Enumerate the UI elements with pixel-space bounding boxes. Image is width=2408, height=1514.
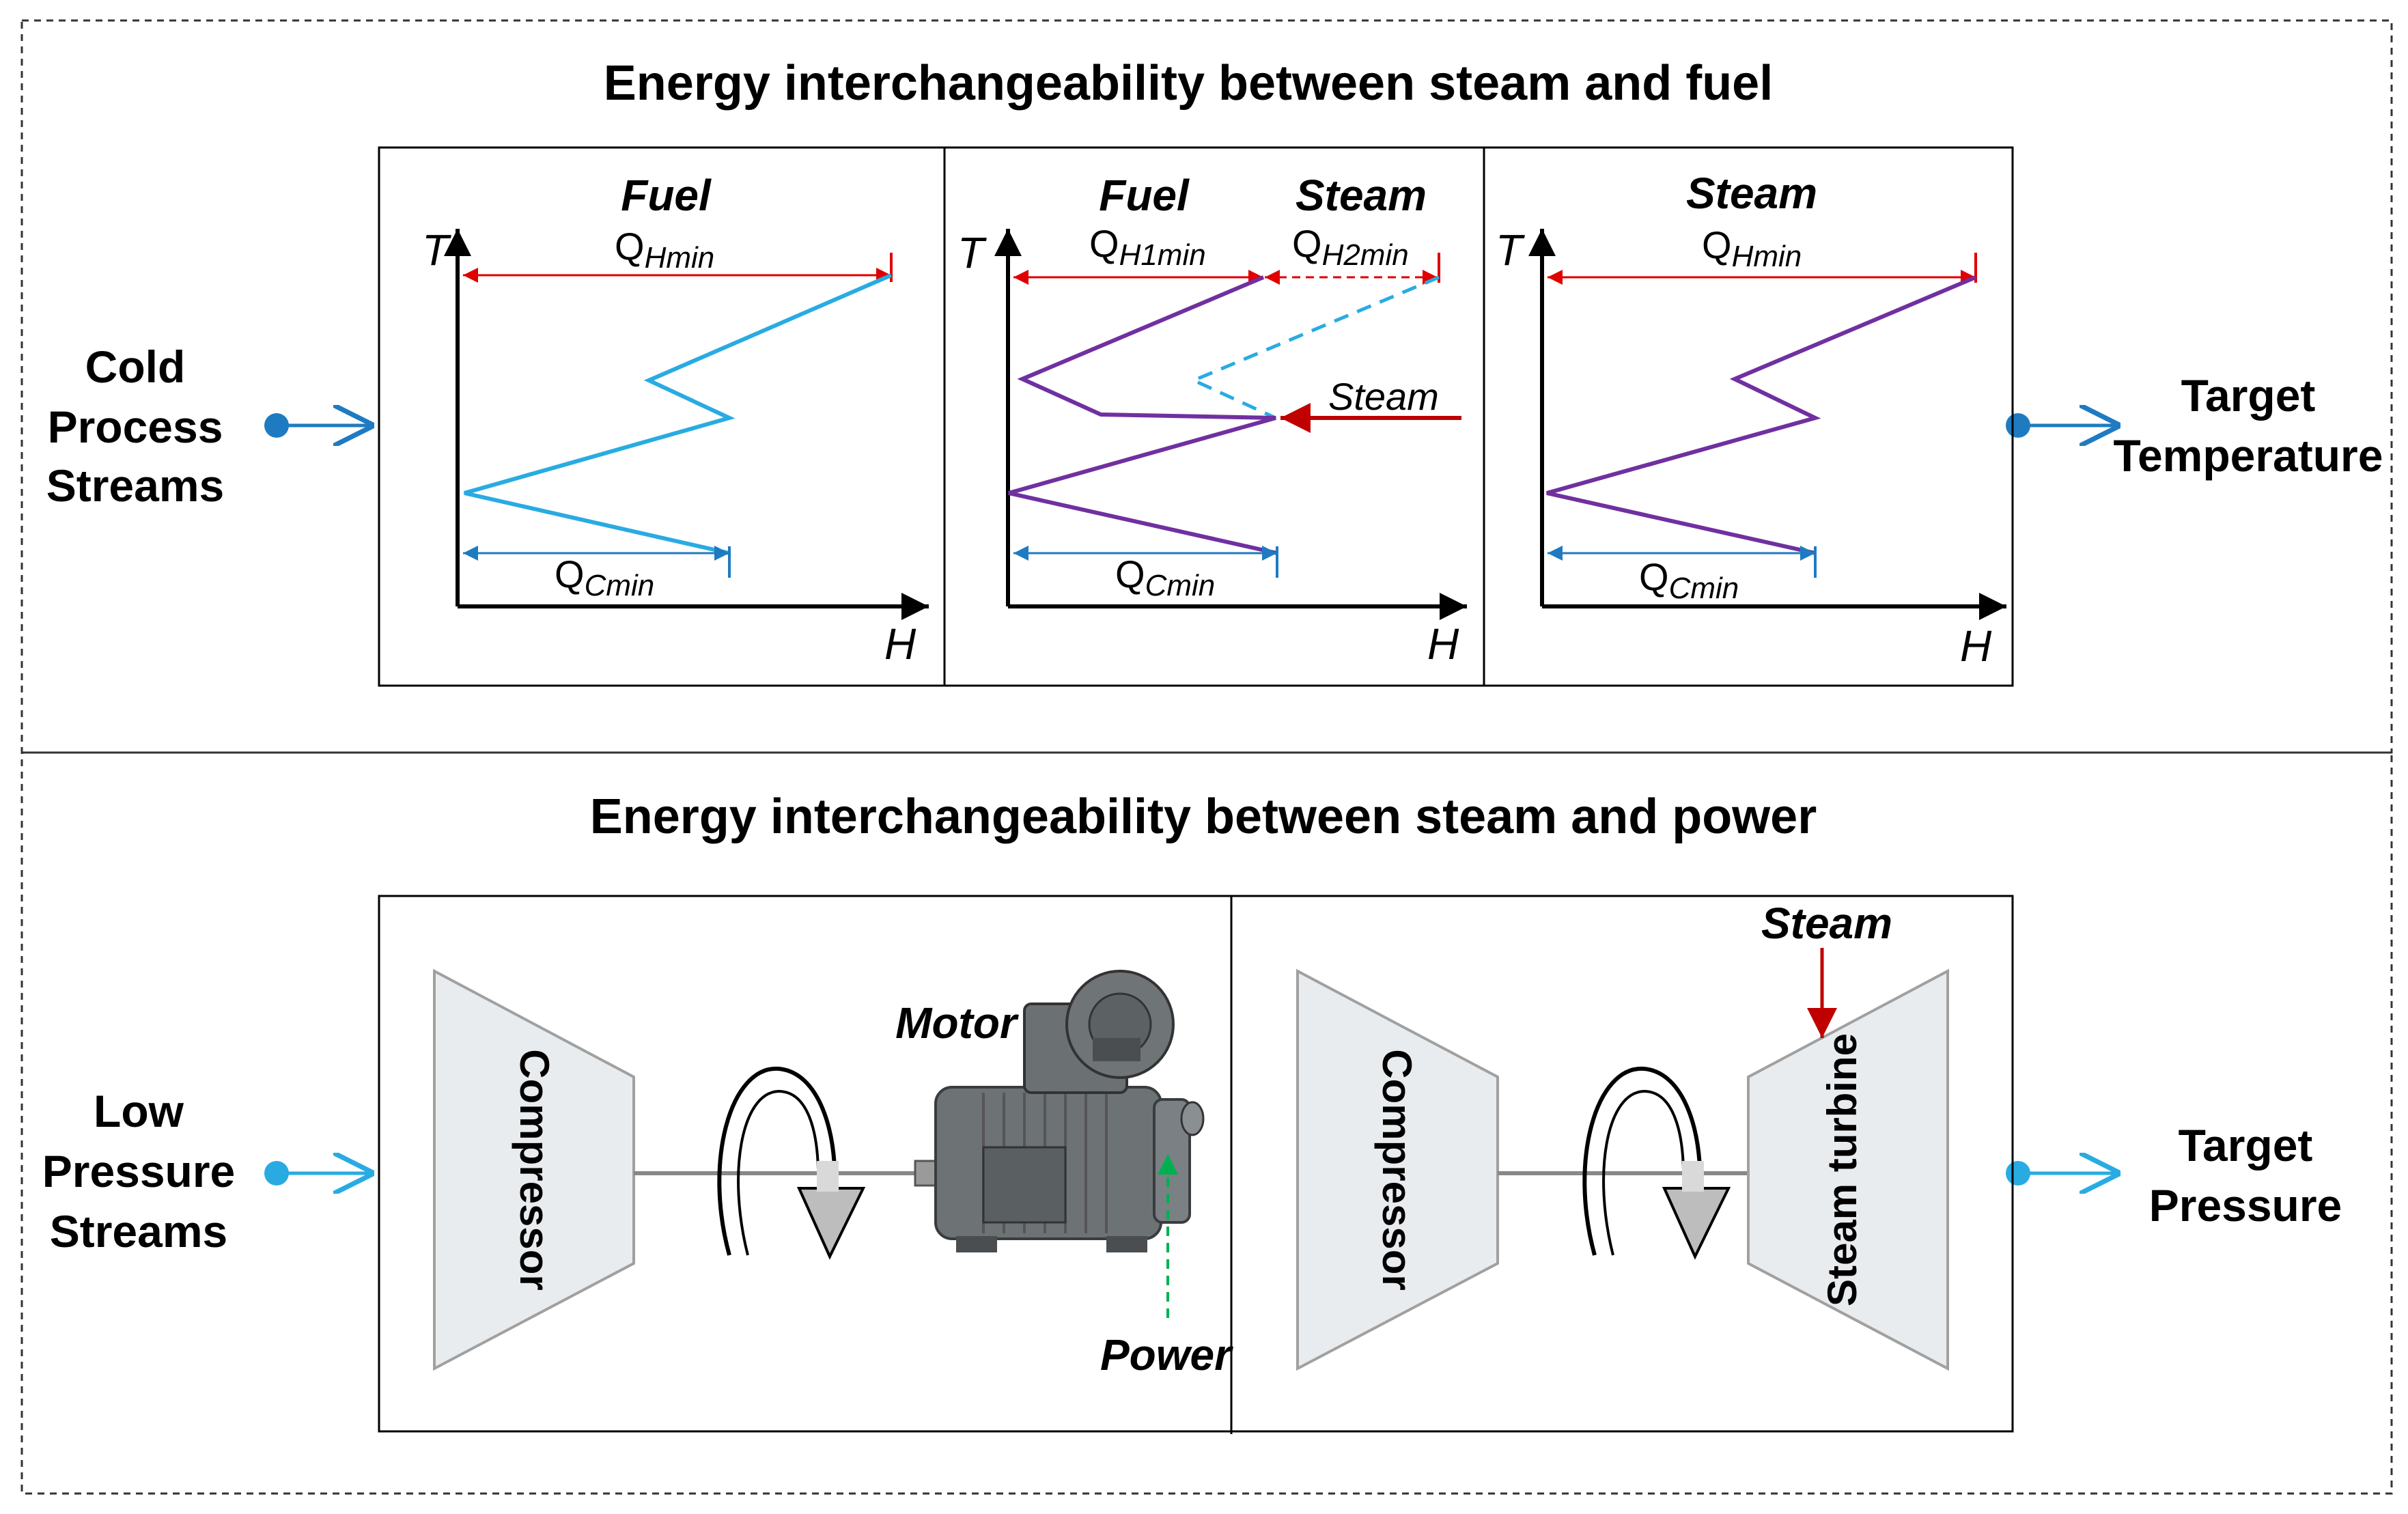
compressor-motor-panel: Compressor <box>433 968 1233 1379</box>
axis-T-3: T <box>1496 225 1525 275</box>
panel3-composite-curve <box>1546 275 1977 555</box>
tH-panel-steam: T H Steam QHmin QCmin <box>1496 169 2006 671</box>
axis-H-1: H <box>884 619 916 669</box>
compressor-label-1: Compressor <box>512 1049 557 1290</box>
svg-text:Cold: Cold <box>85 341 186 392</box>
panel3-heading: Steam <box>1686 169 1817 218</box>
target-pressure-label: Target Pressure <box>2149 1120 2342 1231</box>
top-title: Energy interchangeability between steam … <box>604 56 1773 111</box>
panel2-steam-input-label: Steam <box>1328 375 1439 418</box>
low-pressure-streams-label: Low Pressure Streams <box>42 1086 236 1257</box>
panel3-qhmin: QHmin <box>1702 223 1802 273</box>
svg-text:Temperature: Temperature <box>2114 430 2383 481</box>
tH-panel-fuel: T H Fuel QHmin QCmin <box>422 171 929 669</box>
panel3-qcmin: QCmin <box>1639 555 1739 605</box>
motor-label: Motor <box>895 998 1019 1048</box>
panel2-qh1min: QH1min <box>1089 222 1206 272</box>
panel1-qhmin: QHmin <box>615 225 714 275</box>
cold-process-streams-label: Cold Process Streams <box>46 341 225 511</box>
svg-text:Pressure: Pressure <box>2149 1180 2342 1231</box>
compressor-shape-2 <box>1296 968 1499 1371</box>
svg-text:Streams: Streams <box>46 460 225 511</box>
panel2-qcmin: QCmin <box>1115 552 1215 602</box>
svg-text:Process: Process <box>48 402 223 452</box>
outflow-arrow-bottom <box>2006 1161 2120 1186</box>
panel2-composite-curve <box>1008 275 1278 555</box>
svg-text:Target: Target <box>2181 370 2316 421</box>
rotation-arrow-2-icon <box>1582 1066 1731 1260</box>
axis-T-1: T <box>422 225 451 275</box>
compressor-shape-1 <box>433 968 635 1371</box>
panel1-stream-curve <box>464 273 893 555</box>
svg-text:Pressure: Pressure <box>42 1146 236 1196</box>
top-panels-frame <box>378 146 2014 687</box>
panel2-heading-steam: Steam <box>1296 171 1427 220</box>
tH-panel-fuel-steam: T H Fuel Steam QH1min QH2min Steam QCmin <box>957 171 1467 669</box>
panel2-heading-fuel: Fuel <box>1099 171 1190 220</box>
top-section-frame <box>20 19 2393 754</box>
panel1-heading: Fuel <box>621 171 712 220</box>
panel2-qh2min: QH2min <box>1292 222 1409 272</box>
axis-H-2: H <box>1427 619 1459 669</box>
rotation-arrow-1-icon <box>717 1066 866 1260</box>
power-label: Power <box>1100 1330 1233 1379</box>
svg-text:Streams: Streams <box>50 1206 228 1257</box>
inflow-arrow-bottom <box>264 1161 374 1186</box>
compressor-turbine-panel: Compressor Steam turbine Steam <box>1296 899 1949 1371</box>
svg-text:Low: Low <box>94 1086 184 1136</box>
steam-turbine-shape <box>1747 968 1949 1371</box>
axis-T-2: T <box>957 228 987 277</box>
steam-turbine-label: Steam turbine <box>1819 1033 1865 1306</box>
bottom-title: Energy interchangeability between steam … <box>590 789 1817 844</box>
svg-text:Target: Target <box>2179 1120 2313 1170</box>
steam-input-label: Steam <box>1761 899 1892 948</box>
compressor-label-2: Compressor <box>1374 1049 1420 1290</box>
panel2-steam-curve <box>1189 275 1440 420</box>
bottom-section-frame <box>20 751 2393 1495</box>
target-temperature-label: Target Temperature <box>2114 370 2383 481</box>
panel1-qcmin: QCmin <box>555 552 654 602</box>
bottom-panels-frame <box>378 895 2014 1433</box>
axis-H-3: H <box>1960 621 1992 671</box>
inflow-arrow-top <box>264 413 374 438</box>
outflow-arrow-top <box>2006 413 2120 438</box>
